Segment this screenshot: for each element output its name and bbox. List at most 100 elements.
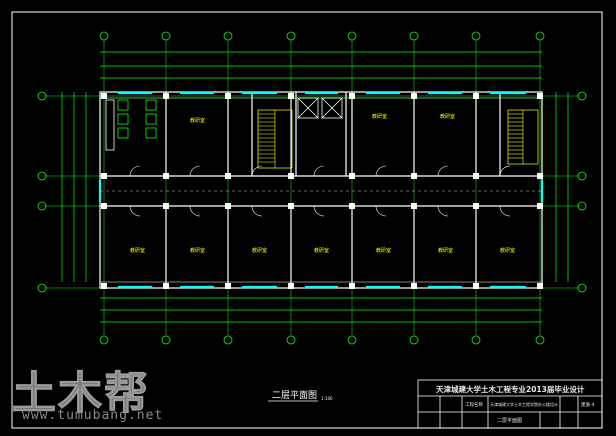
interior-walls	[165, 92, 501, 288]
grid-bubble	[161, 31, 171, 41]
column	[537, 93, 543, 99]
title-block-sheet-code: 建施-4	[581, 401, 595, 408]
grid-bubble	[286, 31, 296, 41]
room-label: 教研室	[372, 113, 387, 120]
door-swing	[375, 205, 387, 217]
column	[349, 203, 355, 209]
room-label: 教研室	[500, 247, 515, 254]
column	[411, 283, 417, 289]
title-block-header: 天津城建大学土木工程专业2013届毕业设计	[436, 384, 585, 394]
grid-bubble	[471, 335, 481, 345]
title-block	[417, 379, 603, 429]
room-label: 教研室	[190, 117, 205, 124]
column	[473, 93, 479, 99]
column	[411, 203, 417, 209]
plan-title: 二层平面图	[272, 390, 317, 401]
door-swing	[189, 205, 201, 217]
column	[225, 93, 231, 99]
door-swing	[313, 165, 325, 177]
column	[288, 173, 294, 179]
column	[411, 173, 417, 179]
toilet-partition	[105, 99, 115, 151]
grid-bubble	[223, 31, 233, 41]
grid-bubble	[37, 283, 47, 293]
grid-bubble	[577, 91, 587, 101]
door-swing	[437, 205, 449, 217]
door-swing	[189, 165, 201, 177]
door-swing	[499, 165, 511, 177]
toilet-stall	[145, 99, 157, 111]
grid-bubble	[577, 201, 587, 211]
stair-left-treads	[258, 110, 276, 168]
toilet-stall	[145, 113, 157, 125]
column	[225, 203, 231, 209]
column	[288, 283, 294, 289]
grid-bubble	[37, 171, 47, 181]
column	[163, 173, 169, 179]
grid-bubbles	[37, 31, 587, 345]
column	[163, 93, 169, 99]
grid-bubble	[37, 91, 47, 101]
title-block-project-name: 天津城建大学土木工程学院办公楼设计	[490, 401, 558, 407]
grid-bubble	[409, 335, 419, 345]
door-swing	[499, 205, 511, 217]
column	[473, 203, 479, 209]
grid-bubble	[409, 31, 419, 41]
grid-bubble	[347, 335, 357, 345]
grid-bubble	[577, 171, 587, 181]
door-swing	[251, 205, 263, 217]
room-label: 教研室	[190, 247, 205, 254]
title-block-sheet-name: 二层平面图	[497, 418, 522, 424]
door-swing	[251, 165, 263, 177]
grid-bubble	[37, 201, 47, 211]
grid-bubble	[161, 335, 171, 345]
door-swings	[129, 165, 511, 217]
grid-bubble	[471, 31, 481, 41]
grid-bubble	[347, 31, 357, 41]
watermark-url: www.tumubang.net	[22, 408, 164, 423]
column	[537, 203, 543, 209]
room-label: 教研室	[440, 113, 455, 120]
column	[473, 283, 479, 289]
column	[411, 93, 417, 99]
door-swing	[313, 205, 325, 217]
grid-bubble	[99, 31, 109, 41]
column	[225, 173, 231, 179]
grid-bubble	[223, 335, 233, 345]
toilet-stall	[117, 127, 129, 139]
column	[163, 203, 169, 209]
dimension-lines	[61, 51, 569, 323]
sheet-border	[11, 11, 603, 429]
column	[101, 283, 107, 289]
column	[537, 283, 543, 289]
column	[349, 283, 355, 289]
tumubang-logo: 土木帮	[12, 368, 149, 420]
title-block-project-label: 工程名称	[465, 401, 483, 408]
grid-bubble	[535, 31, 545, 41]
grid-bubble	[99, 335, 109, 345]
column	[101, 173, 107, 179]
column	[349, 93, 355, 99]
stair-right-treads	[508, 110, 524, 164]
column	[101, 93, 107, 99]
column	[473, 173, 479, 179]
toilet-fixtures	[105, 99, 157, 151]
elevator-shafts	[297, 97, 343, 119]
toilet-stall	[145, 127, 157, 139]
room-labels: 教研室教研室教研室教研室教研室教研室教研室教研室教研室教研室	[130, 113, 515, 254]
door-swing	[437, 165, 449, 177]
grid-axes-vertical	[44, 40, 580, 336]
door-swing	[129, 205, 141, 217]
room-label: 教研室	[438, 247, 453, 254]
door-swing	[129, 165, 141, 177]
structural-columns	[101, 93, 543, 289]
column	[288, 93, 294, 99]
toilet-stall	[117, 113, 129, 125]
room-label: 教研室	[376, 247, 391, 254]
column	[163, 283, 169, 289]
plan-scale: 1:100	[321, 396, 333, 401]
column	[537, 173, 543, 179]
room-label: 教研室	[130, 247, 145, 254]
room-label: 教研室	[314, 247, 329, 254]
